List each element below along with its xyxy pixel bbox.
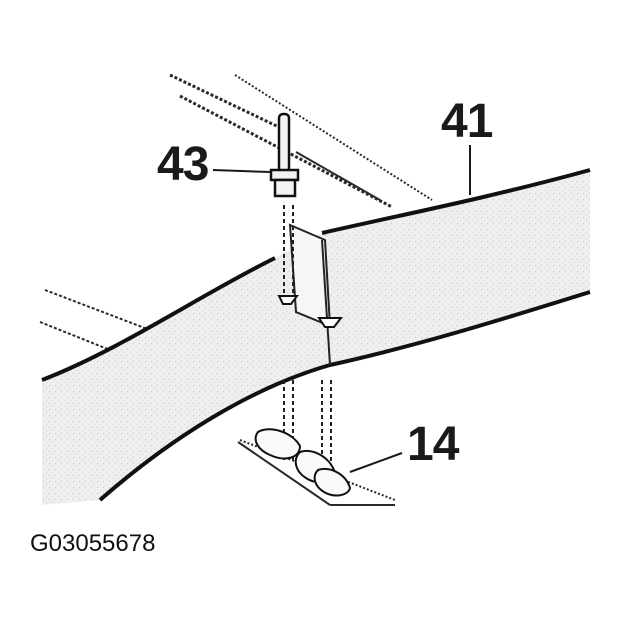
leader-lines bbox=[212, 145, 471, 473]
callout-41: 41 bbox=[441, 95, 493, 148]
beam-part-41 bbox=[41, 168, 591, 505]
callout-43: 43 bbox=[157, 138, 209, 191]
leader-43 bbox=[212, 169, 271, 173]
frame-rail-bottom bbox=[237, 439, 396, 506]
fastener-part-14 bbox=[254, 428, 352, 497]
frame-rail-top bbox=[169, 73, 433, 209]
frame-rail-left bbox=[39, 289, 151, 351]
bracket-holes bbox=[277, 295, 344, 328]
leader-14 bbox=[349, 452, 403, 473]
rivet-part-43 bbox=[269, 112, 300, 198]
figure-id: G03055678 bbox=[30, 530, 156, 557]
callout-14: 14 bbox=[407, 418, 459, 471]
